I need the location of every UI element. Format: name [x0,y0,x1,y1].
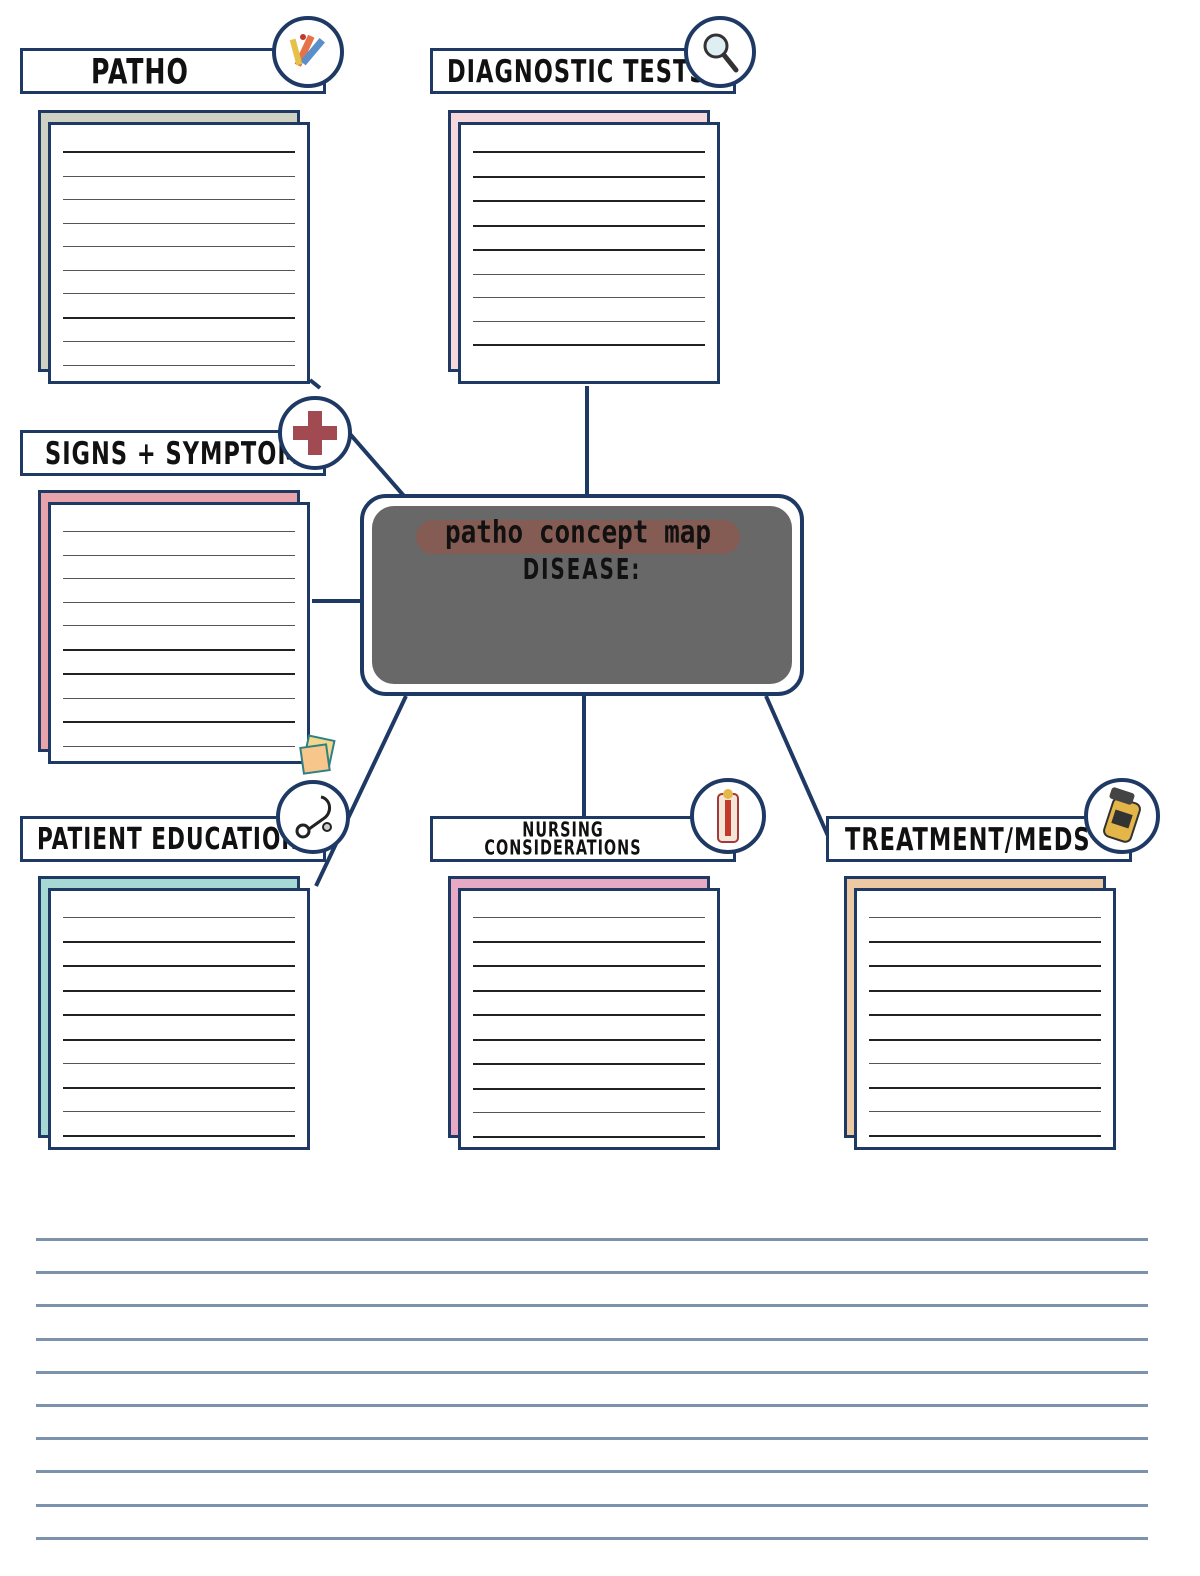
nursing-header: NURSING CONSIDERATIONS [430,816,736,862]
stethoscope-icon [276,780,350,854]
diagnostic-title: DIAGNOSTIC TESTS [447,52,707,90]
diagnostic-box[interactable] [458,122,720,384]
nursing-box[interactable] [458,888,720,1150]
center-title: patho concept map [444,515,712,551]
patho-box[interactable] [48,122,310,384]
patho-header: PATHO [20,48,326,94]
treatment-title: TREATMENT/MEDS [845,820,1091,858]
pill-bottle-icon [1084,778,1160,854]
nursing-title-line1: NURSING [522,817,604,842]
signs-header: SIGNS + SYMPTOMS [20,430,326,476]
education-header: PATIENT EDUCATION [20,816,326,862]
medical-cross-icon [278,396,352,470]
disease-label: DISEASE: [522,554,642,587]
nursing-title-line2: CONSIDERATIONS [484,835,642,860]
center-title-highlight [416,520,740,554]
magnifier-icon [684,16,756,88]
treatment-header: TREATMENT/MEDS [826,816,1132,862]
education-title: PATIENT EDUCATION [37,821,301,857]
pencils-icon [272,16,344,88]
signs-title: SIGNS + SYMPTOMS [45,434,318,472]
signs-box[interactable] [48,502,310,764]
thermometer-icon [690,778,766,854]
notes-lines[interactable] [36,1238,1148,1570]
treatment-box[interactable] [854,888,1116,1150]
patho-title: PATHO [91,50,189,92]
sticky-notes-icon [298,734,340,780]
education-box[interactable] [48,888,310,1150]
